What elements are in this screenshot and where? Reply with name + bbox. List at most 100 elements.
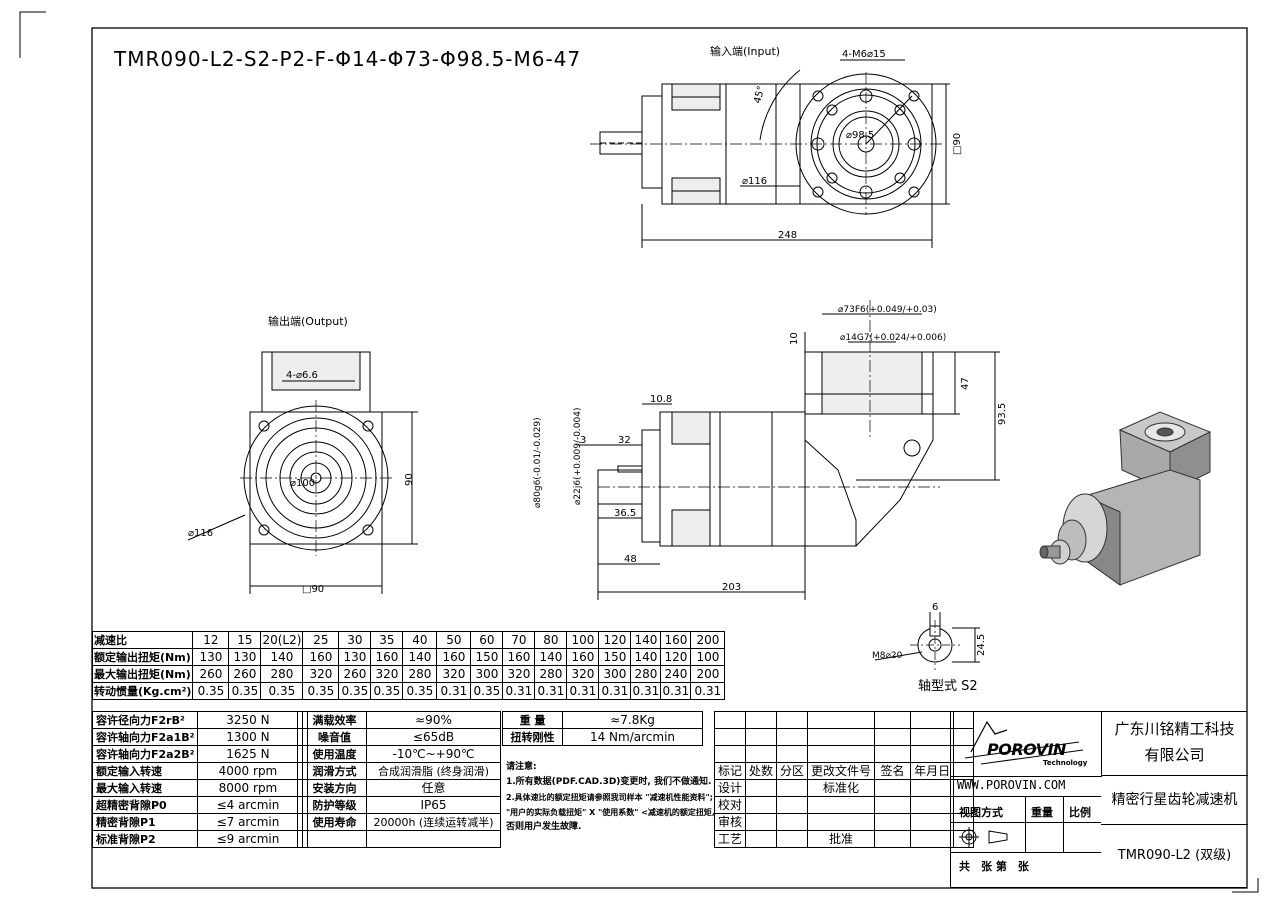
cell: 140	[630, 648, 662, 666]
cell: 200	[690, 665, 726, 683]
row-label: 最大输出扭矩(Nm)	[91, 665, 194, 683]
cell: 280	[260, 665, 304, 683]
cell: 35	[370, 631, 404, 649]
shaft-245-dim: 24.5	[976, 634, 987, 656]
logo-area: POROVIN Technology	[951, 712, 1102, 777]
title-block: POROVIN Technology WWW.POROVIN.COM 视图方式 …	[950, 711, 1248, 888]
cell: 0.31	[534, 682, 568, 700]
spec-key: 容许径向力F2rB²	[91, 711, 199, 729]
company-line2: 有限公司	[1144, 746, 1205, 764]
note-line: 否则用户发生故障.	[506, 822, 582, 832]
cell: 15	[228, 631, 262, 649]
cell: 80	[534, 631, 568, 649]
note-line: 请注意:	[506, 762, 537, 772]
side-10-dim: 10	[789, 332, 800, 345]
side-365-dim: 36.5	[614, 508, 636, 519]
cell: 0.31	[690, 682, 726, 700]
part-number: TMR090-L2 (双级)	[1117, 848, 1232, 863]
weight-label: 重量	[1031, 806, 1053, 819]
projection-symbol-icon	[959, 827, 1008, 847]
side-f14-dim: ⌀14G7(+0.024/+0.006)	[840, 333, 946, 343]
cell: 160	[370, 648, 404, 666]
product-name: 精密行星齿轮减速机	[1101, 776, 1248, 825]
output-sq-dim: □90	[302, 584, 324, 595]
spec-value: 1625 N	[197, 745, 299, 763]
cell: 0.31	[436, 682, 472, 700]
output-label: 输出端(Output)	[268, 314, 348, 328]
view-method-label: 视图方式	[959, 806, 1003, 819]
cell: 30	[338, 631, 372, 649]
spec-value: 8000 rpm	[197, 779, 299, 797]
spec-key: 满载效率	[302, 711, 367, 729]
weight-value: ≈7.8Kg	[562, 711, 703, 729]
logo-text: POROVIN	[987, 740, 1066, 759]
input-pcd-dim: ⌀98.5	[846, 130, 874, 141]
cell: 300	[598, 665, 632, 683]
spec-value: ≤7 arcmin	[197, 813, 299, 831]
cell: 300	[470, 665, 504, 683]
cell: 0.35	[260, 682, 304, 700]
cell: 20(L2)	[260, 631, 304, 649]
cell: 25	[302, 631, 340, 649]
shaft-section	[874, 612, 980, 670]
cell: 0.35	[402, 682, 438, 700]
cell: 130	[192, 648, 230, 666]
cell: 320	[370, 665, 404, 683]
spec-key: 标准背隙P2	[91, 830, 199, 848]
note-line: 1.所有数据(PDF.CAD.3D)变更时, 我们不做通知.	[506, 777, 712, 787]
cell: 60	[470, 631, 504, 649]
cell: 320	[436, 665, 472, 683]
cell: 0.31	[566, 682, 600, 700]
output-h-dim: 90	[404, 473, 415, 486]
company-line1: 广东川铭精工科技	[1114, 720, 1235, 738]
side-f73-dim: ⌀73F6(+0.049/+0.03)	[838, 305, 937, 315]
input-dia-dim: ⌀116	[742, 176, 767, 187]
shaft-m8-dim: M8⌀20	[872, 651, 903, 661]
cell: 260	[338, 665, 372, 683]
cell: 140	[534, 648, 568, 666]
standard-label: 标准化	[807, 779, 876, 797]
input-len-dim: 248	[778, 230, 797, 241]
model-title: TMR090-L2-S2-P2-F-Φ14-Φ73-Φ98.5-M6-47	[113, 47, 581, 71]
notes-block: 请注意: 1.所有数据(PDF.CAD.3D)变更时, 我们不做通知. 2.具体…	[506, 760, 716, 835]
cell: 140	[630, 631, 662, 649]
cell: 0.35	[470, 682, 504, 700]
sheet-label: 共 张 第 张	[959, 860, 1029, 873]
side-108-dim: 10.8	[650, 394, 672, 405]
cell: 200	[690, 631, 726, 649]
spec-key: 安装方向	[302, 779, 367, 797]
cell: 70	[502, 631, 536, 649]
logo-sub: Technology	[1043, 759, 1088, 767]
side-203-dim: 203	[722, 582, 741, 593]
rev-header: 年月日	[910, 762, 955, 780]
cell: 320	[566, 665, 600, 683]
rev-header: 标记	[713, 762, 747, 780]
spec-value: IP65	[366, 796, 501, 814]
note-line: "用户的实际负载扭矩" X "使用系数" <减速机的额定扭矩,	[506, 808, 715, 817]
rev-header: 签名	[874, 762, 912, 780]
spec-value: 任意	[366, 779, 501, 797]
spec-key: 使用寿命	[302, 813, 367, 831]
cell: 150	[470, 648, 504, 666]
input-view	[590, 59, 950, 248]
side-22-dim: ⌀22j6(+0.009/-0.004)	[573, 408, 583, 505]
input-label: 输入端(Input)	[710, 44, 780, 58]
cell: 0.31	[502, 682, 536, 700]
company-name: 广东川铭精工科技 有限公司	[1101, 712, 1248, 776]
cell: 120	[598, 631, 632, 649]
weight-key: 重 量	[502, 711, 563, 729]
cell: 0.35	[228, 682, 262, 700]
rigidity-value: 14 Nm/arcmin	[562, 728, 703, 746]
cell: 100	[566, 631, 600, 649]
cell: 130	[228, 648, 262, 666]
check-label: 校对	[713, 796, 747, 814]
spec-table-mid: 满载效率≈90% 噪音值≤65dB 使用温度-10℃~+90℃ 润滑方式合成润滑…	[302, 711, 501, 848]
process-label: 工艺	[713, 830, 747, 848]
cell: 0.31	[598, 682, 632, 700]
cell: 100	[690, 648, 726, 666]
spec-key: 超精密背隙P0	[91, 796, 199, 814]
design-label: 设计	[713, 779, 747, 797]
